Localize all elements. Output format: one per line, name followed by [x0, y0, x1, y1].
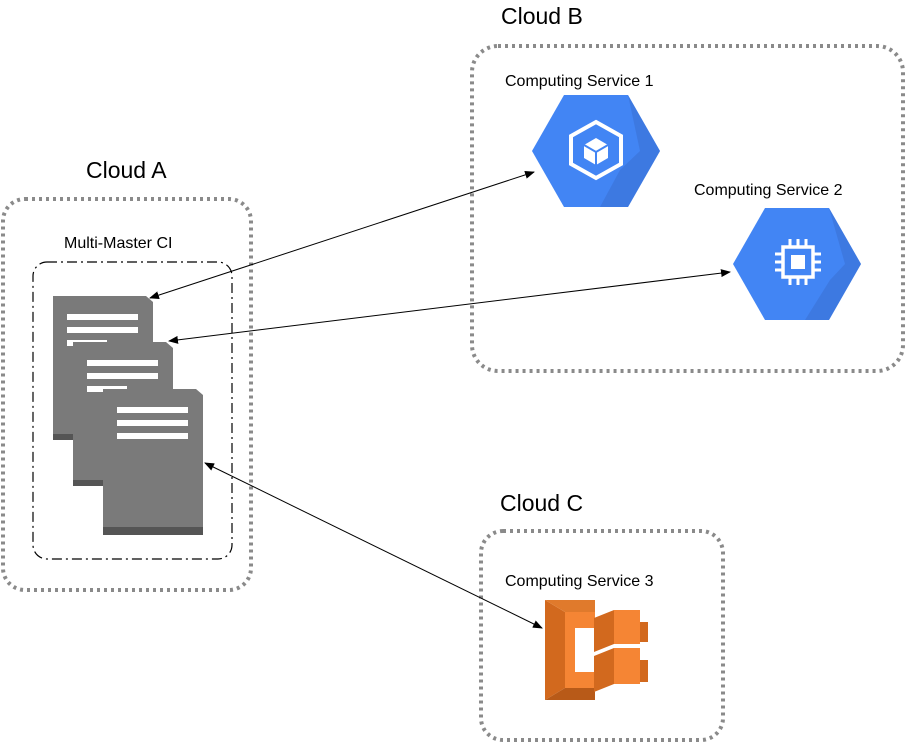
computing-service-3-label: Computing Service 3 — [505, 573, 654, 590]
gcp-container-icon — [532, 95, 660, 207]
cloud-c-title: Cloud C — [500, 490, 583, 516]
ci-server-stack-icon — [53, 296, 203, 535]
multi-master-ci-group — [32, 261, 233, 560]
gcp-compute-chip-icon — [733, 208, 861, 320]
computing-service-2-label: Computing Service 2 — [694, 182, 843, 199]
ci-server-3-icon — [103, 389, 203, 535]
cloud-b-title: Cloud B — [501, 3, 583, 29]
connector-ci-to-service-2 — [168, 269, 731, 344]
cloud-a-title: Cloud A — [86, 157, 167, 183]
connector-ci-to-service-1 — [149, 171, 535, 299]
cloud-c-boundary — [479, 529, 725, 742]
aws-ecs-icon — [545, 600, 648, 700]
connector-ci-to-service-3 — [204, 462, 543, 629]
multi-master-ci-label: Multi-Master CI — [64, 235, 172, 252]
cloud-b-boundary — [470, 44, 905, 373]
computing-service-1-label: Computing Service 1 — [505, 73, 654, 90]
cloud-a-boundary — [1, 197, 253, 592]
